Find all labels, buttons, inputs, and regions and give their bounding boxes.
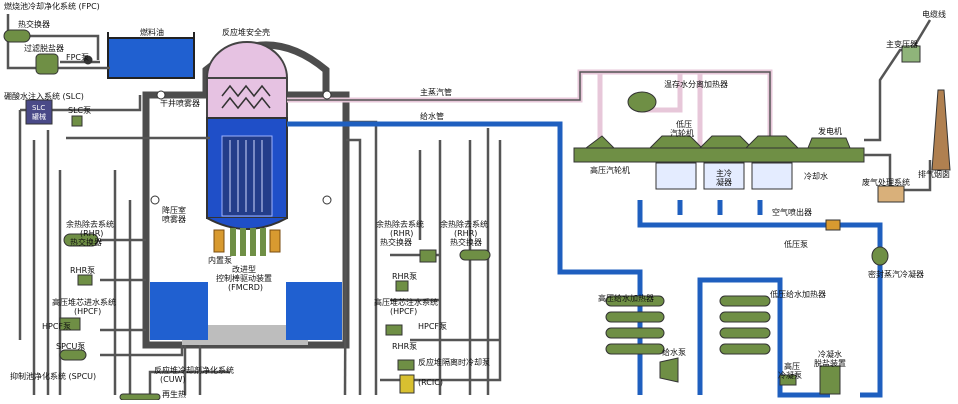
label-slc-tank-2: 罐械 (32, 113, 46, 121)
label-hpcf-left-2: (HPCF) (74, 307, 102, 316)
main-transformer (901, 45, 921, 63)
label-hpcf-pump-right: HPCF泵 (418, 322, 448, 331)
label-slc-system: 硼酸水注入系统 (SLC) (4, 92, 84, 101)
label-rhr-left-3: 热交换器 (70, 238, 102, 247)
label-fmcrd-1: 改进型 (232, 265, 256, 274)
label-fpc-hx: 热交换器 (18, 20, 50, 29)
label-fpc-pump: FPC泵 (66, 53, 90, 62)
label-cond-demin-1: 冷凝水 (818, 350, 842, 359)
moisture-separator (627, 91, 657, 113)
label-lp-condensate-pump: 低压泵 (784, 240, 808, 249)
gland-condenser (871, 246, 889, 266)
label-rhr-pump-low: RHR泵 (392, 342, 418, 351)
label-cuw-2: (CUW) (160, 375, 186, 384)
label-gland-condenser: 密封蒸汽冷凝器 (868, 270, 924, 279)
label-main-steam: 主蒸汽管 (420, 88, 452, 97)
label-main-condenser-2: 凝器 (716, 178, 732, 187)
label-moisture-sep: 温存水分离加热器 (664, 80, 728, 89)
label-cable: 电缆线 (922, 10, 946, 19)
hp-condensate-pump (779, 374, 797, 386)
label-lp-turbine-2: 汽轮机 (670, 129, 694, 138)
label-feedwater: 给水管 (420, 112, 444, 121)
label-rhr-pump-mid: RHR泵 (392, 272, 418, 281)
label-hp-cond-pump-2: 冷凝泵 (778, 371, 802, 380)
label-hpcf-right-1: 高压堆芯注水系统 (374, 298, 438, 307)
label-rcic-1: 反应堆隔离时冷却泵 (418, 358, 490, 367)
label-rhr-pump-left: RHR泵 (70, 266, 96, 275)
label-main-transformer: 主变压器 (886, 40, 918, 49)
label-fmcrd-2: 控制棒驱动装置 (216, 274, 272, 283)
label-containment: 反应堆安全壳 (222, 28, 270, 37)
reactor-vessel (206, 41, 288, 256)
label-wetwell-spray-2: 喷雾器 (162, 215, 186, 224)
label-spcu-system: 抑制池净化系统 (SPCU) (10, 372, 97, 381)
fw-pump (659, 357, 679, 383)
air-ejector (825, 219, 841, 231)
label-fw-pump: 给水泵 (662, 348, 686, 357)
label-fmcrd-3: (FMCRD) (228, 283, 264, 292)
left-piping (6, 14, 230, 395)
label-rhr-mid-3: 热交换器 (380, 238, 412, 247)
fw-heaters (605, 295, 771, 355)
label-hpcf-pump-left: HPCF泵 (42, 322, 72, 331)
left-equipment (3, 29, 491, 401)
label-offgas: 废气处理系统 (862, 178, 910, 187)
label-filter-demin: 过滤脱盐器 (24, 44, 64, 53)
label-rhr-right-1: 余热除去系统 (440, 220, 488, 229)
label-slc-pump: SLC泵 (68, 106, 92, 115)
label-fuel-pool: 燃料油 (140, 28, 164, 37)
label-spcu-pump: SPCU泵 (56, 342, 86, 351)
label-air-ejector: 空气喷出器 (772, 208, 812, 217)
label-lp-turbine-1: 低压 (676, 120, 692, 129)
right-piping (343, 120, 502, 396)
condensate-demin (819, 365, 841, 395)
label-cuw-1: 反应堆冷却剂净化系统 (154, 366, 234, 375)
label-rcic-2: (RCIC) (418, 378, 443, 387)
label-cooling-water: 冷却水 (804, 172, 828, 181)
exhaust-stack (931, 89, 951, 171)
label-rhr-mid-1: 余热除去系统 (376, 220, 424, 229)
label-slc-tank-1: SLC (32, 104, 46, 112)
label-regen-hx: 再生热 (162, 390, 186, 399)
label-hpcf-right-2: (HPCF) (390, 307, 418, 316)
label-main-condenser-1: 主冷 (716, 169, 732, 178)
label-stack: 排气烟囱 (918, 170, 950, 179)
label-wetwell-spray-1: 降压室 (162, 206, 186, 215)
label-rhr-left-2: (RHR) (80, 229, 104, 238)
label-cond-demin-2: 脱盐装置 (814, 359, 846, 368)
fuel-pool (107, 32, 195, 79)
offgas-unit (877, 185, 905, 203)
label-generator: 发电机 (818, 127, 842, 136)
label-hp-cond-pump-1: 高压 (784, 362, 800, 371)
label-fpc-system: 燃烧池冷却净化系统 (FPC) (4, 2, 100, 11)
label-hp-turbine: 高压汽轮机 (590, 166, 630, 175)
label-rhr-left-1: 余热除去系统 (66, 220, 114, 229)
suppression-pool-right (286, 282, 342, 340)
turbine-hall (573, 135, 865, 190)
label-rhr-mid-2: (RHR) (390, 229, 414, 238)
label-rhr-right-3: 热交换器 (450, 238, 482, 247)
rcic-turbine (399, 374, 415, 394)
label-drywell-spray: 干井喷雾器 (160, 99, 200, 108)
label-hp-fw-heater: 高压给水加热器 (598, 294, 654, 303)
suppression-pool-left (150, 282, 208, 340)
label-lp-fw-heater: 低压给水加热器 (770, 290, 826, 299)
label-rhr-right-2: (RHR) (454, 229, 478, 238)
label-hpcf-left-1: 高压堆芯进水系统 (52, 298, 116, 307)
label-internal-pump: 内置泵 (208, 256, 232, 265)
